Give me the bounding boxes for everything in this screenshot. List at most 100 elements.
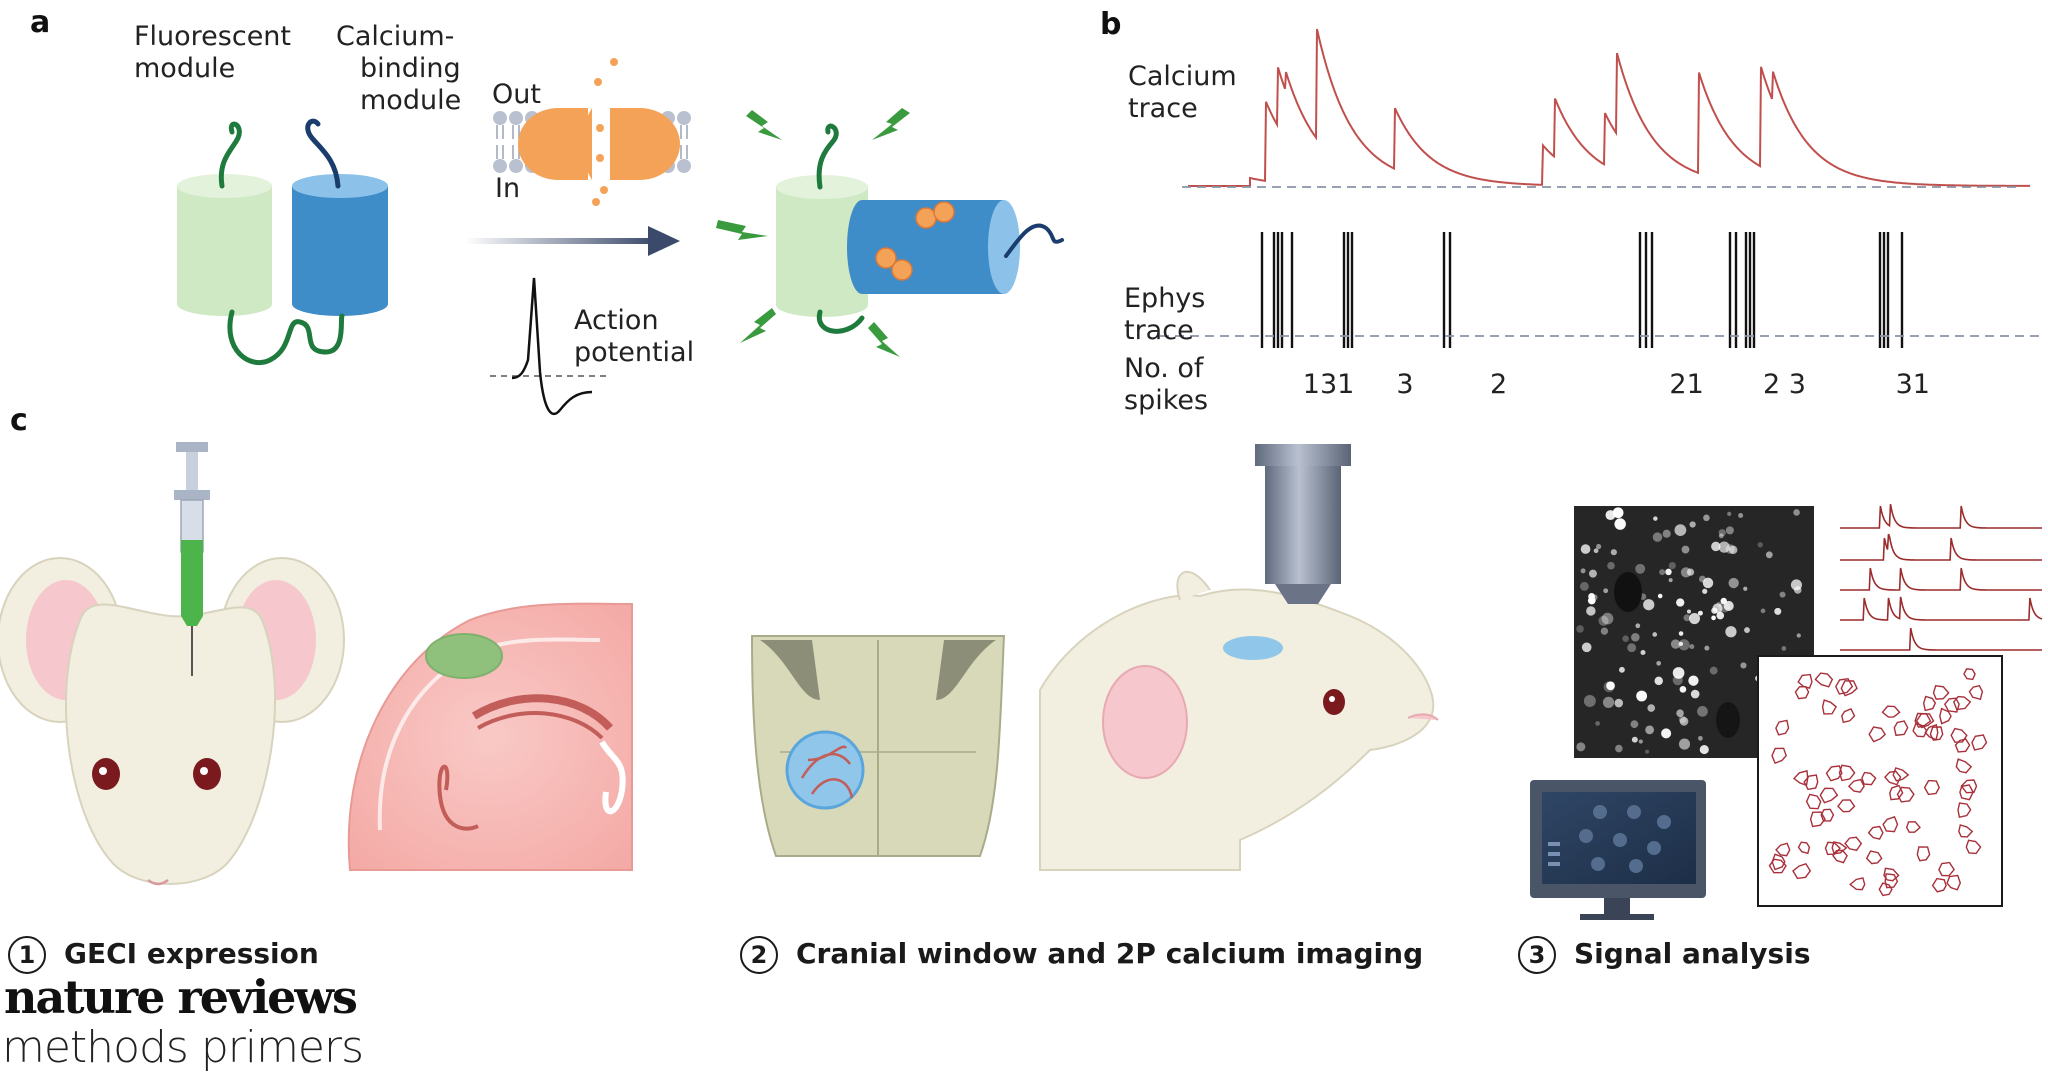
cell-spot (1576, 625, 1584, 633)
cell-spot (1657, 593, 1663, 599)
action-potential-label-2: potential (574, 337, 695, 368)
cell-spot (1580, 544, 1591, 554)
roi-contour (1797, 673, 1813, 689)
spike-count-0: 131 (1302, 369, 1355, 400)
cell-spot (1702, 588, 1708, 594)
cell-spot (1711, 541, 1721, 552)
cell-spot (1652, 632, 1658, 637)
roi-contours (1768, 668, 1988, 897)
ephys-trace-label-1: Ephys (1124, 283, 1206, 314)
cell-spot (1600, 627, 1609, 635)
computer-monitor (1530, 780, 1706, 920)
roi-contour (1821, 699, 1838, 715)
step-2-label: Cranial window and 2P calcium imaging (796, 937, 1424, 970)
cell-spot (1588, 593, 1596, 600)
cell-spot (1716, 611, 1725, 620)
roi-contour (1915, 713, 1935, 729)
panel-label-a: a (30, 5, 51, 40)
cell-spot (1688, 613, 1701, 625)
cell-spot (1718, 533, 1724, 539)
dark-vessel (1716, 702, 1740, 738)
roi-contour (1792, 862, 1812, 880)
lipid-tail (496, 125, 504, 139)
cell-spot (1781, 646, 1787, 651)
roi-contour (1968, 684, 1984, 701)
calcium-module-label-3: module (360, 85, 462, 116)
panel-a-geci-sensor (177, 58, 1064, 416)
mouse-head-side (1039, 570, 1439, 871)
cell-spot (1601, 612, 1614, 625)
fluorescence-bolt (716, 220, 768, 240)
step-3-number: 3 (1518, 936, 1556, 974)
cell-spot (1699, 745, 1709, 755)
roi-contour (1768, 858, 1787, 874)
roi-contour (1954, 738, 1971, 753)
roi-contour (1868, 726, 1887, 743)
cell-spot (1744, 627, 1750, 634)
cell-spot (1703, 514, 1710, 522)
fluorescent-module-cylinder (177, 174, 272, 316)
roi-contour (1820, 808, 1835, 822)
roi-contour (1844, 836, 1863, 852)
roi-contour (1819, 787, 1839, 804)
roi-contour (1865, 850, 1883, 865)
cell-spot (1678, 641, 1684, 646)
cell-spot (1583, 695, 1596, 707)
ion (610, 58, 618, 66)
ephys-spike-raster (1260, 232, 1904, 348)
cell-spot (1725, 526, 1734, 535)
cell-spot (1635, 623, 1641, 629)
membrane-out-label: Out (492, 79, 541, 110)
lipid-head (493, 159, 507, 173)
cell-spot (1618, 666, 1625, 673)
cell-spot (1586, 606, 1596, 616)
cell-spot (1676, 709, 1684, 718)
cell-spot (1654, 676, 1663, 686)
roi-contour (1971, 734, 1988, 751)
cell-spot (1689, 521, 1696, 528)
lipid-tail (496, 145, 504, 159)
roi-contour (1896, 786, 1915, 803)
lipid-tail (512, 125, 520, 139)
linker-top-green (218, 121, 242, 189)
cell-spot (1610, 549, 1617, 556)
roi-contour (1916, 846, 1931, 862)
roi-contour (1840, 680, 1858, 697)
cell-spot (1720, 597, 1727, 605)
cell-spot (1670, 639, 1681, 649)
cell-spot (1727, 511, 1732, 516)
cell-spot (1760, 608, 1766, 614)
cell-spot (1686, 568, 1695, 576)
cell-spot (1652, 532, 1663, 542)
cell-spot (1698, 735, 1703, 741)
roi-contour-map (1757, 655, 2003, 907)
spike-count-2: 2 (1490, 369, 1508, 400)
cell-spot (1688, 675, 1699, 686)
cell-spot (1580, 568, 1586, 574)
roi-contour (1955, 758, 1973, 774)
cell-spot (1640, 649, 1646, 656)
roi-contour (1893, 720, 1909, 737)
roi-contour (1861, 771, 1877, 786)
roi-contour (1932, 685, 1950, 700)
roi-trace (1840, 533, 2042, 561)
fluorescence-bolt (746, 110, 782, 140)
cell-spot (1790, 579, 1802, 591)
cell-spot (1656, 660, 1662, 666)
channel-left (518, 108, 588, 180)
roi-contour (1838, 764, 1856, 782)
roi-contour (1884, 770, 1902, 786)
cell-spot (1616, 518, 1621, 524)
cell-spot (1743, 586, 1748, 591)
roi-trace (1840, 504, 2042, 529)
fluorescence-bolt (740, 308, 776, 343)
ion (594, 78, 602, 86)
roi-contour (1771, 853, 1786, 871)
cell-spot (1631, 736, 1638, 743)
membrane-channel (493, 58, 691, 206)
calcium-trace-label-2: trace (1128, 93, 1198, 124)
cell-spot (1606, 681, 1615, 691)
roi-contour (1775, 842, 1791, 857)
